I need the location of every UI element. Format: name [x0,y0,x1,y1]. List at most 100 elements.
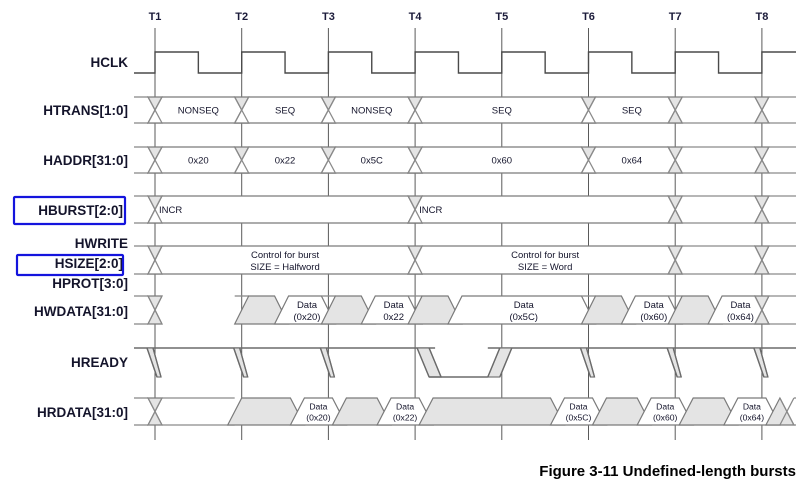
hready-notch-edge [753,347,769,378]
hwdata-cell-label-line2: (0x5C) [509,312,538,323]
signal-label-haddr: HADDR[31:0] [43,153,128,168]
bus-transition-x [407,96,423,124]
bus-cell-label: SEQ [275,106,295,117]
bus-transition-x [580,96,597,124]
bus-transition-x [320,146,336,174]
hclk-trace [134,51,796,74]
bus-transition-x [667,96,683,124]
hwdata-cell-label-line2: (0x64) [727,312,754,323]
hready-waveform [134,345,796,378]
hrdata-cell-label-line2: (0x5C) [566,413,592,423]
hrdata-waveform: Data(0x20)Data(0x22)Data(0x5C)Data(0x60)… [134,396,796,426]
bus-transition-x [754,245,770,275]
hready-notch-edge [146,347,162,378]
hburst-highlight-box [12,195,127,226]
bus-cell-label: INCR [159,205,182,216]
hwdata-cell-label-line2: (0x60) [640,312,667,323]
bus-cell-label: NONSEQ [351,106,392,117]
bus-transition-x [147,245,163,275]
bus-cell-label: 0x5C [361,156,383,167]
bus-transition-x [754,96,770,124]
hready-fall-line [416,347,442,378]
clock-label-t8: T8 [755,11,768,23]
hwdata-cell-label-line1: Data [297,300,318,311]
clock-label-t7: T7 [669,11,682,23]
bus-transition-x [754,295,770,325]
hrdata-cell-label-line1: Data [743,402,761,412]
bus-cell-label: 0x20 [188,156,209,167]
bus-cell-label-line1: Control for burst [511,250,579,261]
hrdata-cell-label-line2: (0x20) [306,413,330,423]
hrdata-cell-label-line1: Data [569,402,587,412]
signal-label-hburst: HBURST[2:0] [38,203,123,218]
hrdata-cell-label-line2: (0x60) [653,413,677,423]
bus-cell-label-line1: Control for burst [251,250,319,261]
bus-transition-x [754,146,770,174]
bus-transition-x [147,397,163,426]
hclk-waveform [134,51,796,74]
signal-label-hwdata: HWDATA[31:0] [34,304,128,319]
hwdata-cell-label-line2: 0x22 [383,312,404,323]
htrans-waveform: NONSEQ SEQ NONSEQ SEQ SEQ [134,96,796,124]
clock-label-t5: T5 [495,11,508,23]
signal-label-hwrite: HWRITE [75,236,128,251]
bus-transition-x [147,295,163,325]
bus-cell-label: SEQ [622,106,642,117]
signal-label-hprot: HPROT[3:0] [52,276,128,291]
bus-cell-label: SEQ [492,106,512,117]
hrdata-cell-label-line2: (0x22) [393,413,417,423]
clock-gridlines [154,28,763,440]
hready-rise-edge [486,347,513,378]
hsize-highlight-box [15,253,125,277]
bus-transition-x [147,146,163,174]
bus-transition-x [234,96,250,124]
hrdata-cell-label-line1: Data [396,402,414,412]
hwdata-cell-label-line1: Data [644,300,665,311]
hready-rise-line [487,347,513,378]
bus-cell-label-line2: SIZE = Word [518,262,572,273]
bus-transition-x [147,195,163,224]
highlight-boxes [12,195,127,277]
bus-transition-x [407,195,423,224]
clock-label-t2: T2 [235,11,248,23]
bus-cell-label: INCR [419,205,442,216]
bus-transition-x [667,245,683,275]
bus-cell-label: NONSEQ [178,106,219,117]
hrdata-cell-label-line1: Data [656,402,674,412]
signal-name-labels: HCLK HTRANS[1:0] HADDR[31:0] HBURST[2:0] HWR… [34,55,128,420]
bus-transition-x [779,397,795,426]
hwdata-waveform: Data(0x20)Data0x22Data(0x5C)Data(0x60)Da… [134,295,796,325]
signal-label-htrans: HTRANS[1:0] [43,103,128,118]
hwdata-cell-label-line1: Data [514,300,535,311]
bus-transition-x [320,96,336,124]
bus-transition-x [407,146,423,174]
hready-notch-edge [319,347,336,378]
hready-notch-edge [666,347,682,378]
signal-label-hclk: HCLK [91,55,129,70]
hready-notch-edge [233,347,249,378]
bus-transition-x [407,245,423,275]
signal-label-hsize: HSIZE[2:0] [55,256,123,271]
hwdata-cell-label-line1: Data [384,300,405,311]
clock-label-t4: T4 [409,11,423,23]
bus-cell-label-line2: SIZE = Halfword [250,262,319,273]
bus-transition-x [754,195,770,224]
hburst-waveform: INCR INCR [134,195,796,224]
clock-label-t3: T3 [322,11,335,23]
hrdata-hold-block [418,397,566,426]
signal-label-hrdata: HRDATA[31:0] [37,405,128,420]
bus-cell-label: 0x22 [275,156,296,167]
bus-transition-x [580,146,597,174]
bus-transition-x [667,195,683,224]
hready-notch-edge [579,347,596,378]
hwdata-cell-label-line1: Data [730,300,751,311]
hready-fall-edge [416,347,442,378]
hwdata-cell-label-line2: (0x20) [294,312,321,323]
hrdata-cell-label-line1: Data [309,402,327,412]
bus-cell-label: 0x60 [491,156,512,167]
